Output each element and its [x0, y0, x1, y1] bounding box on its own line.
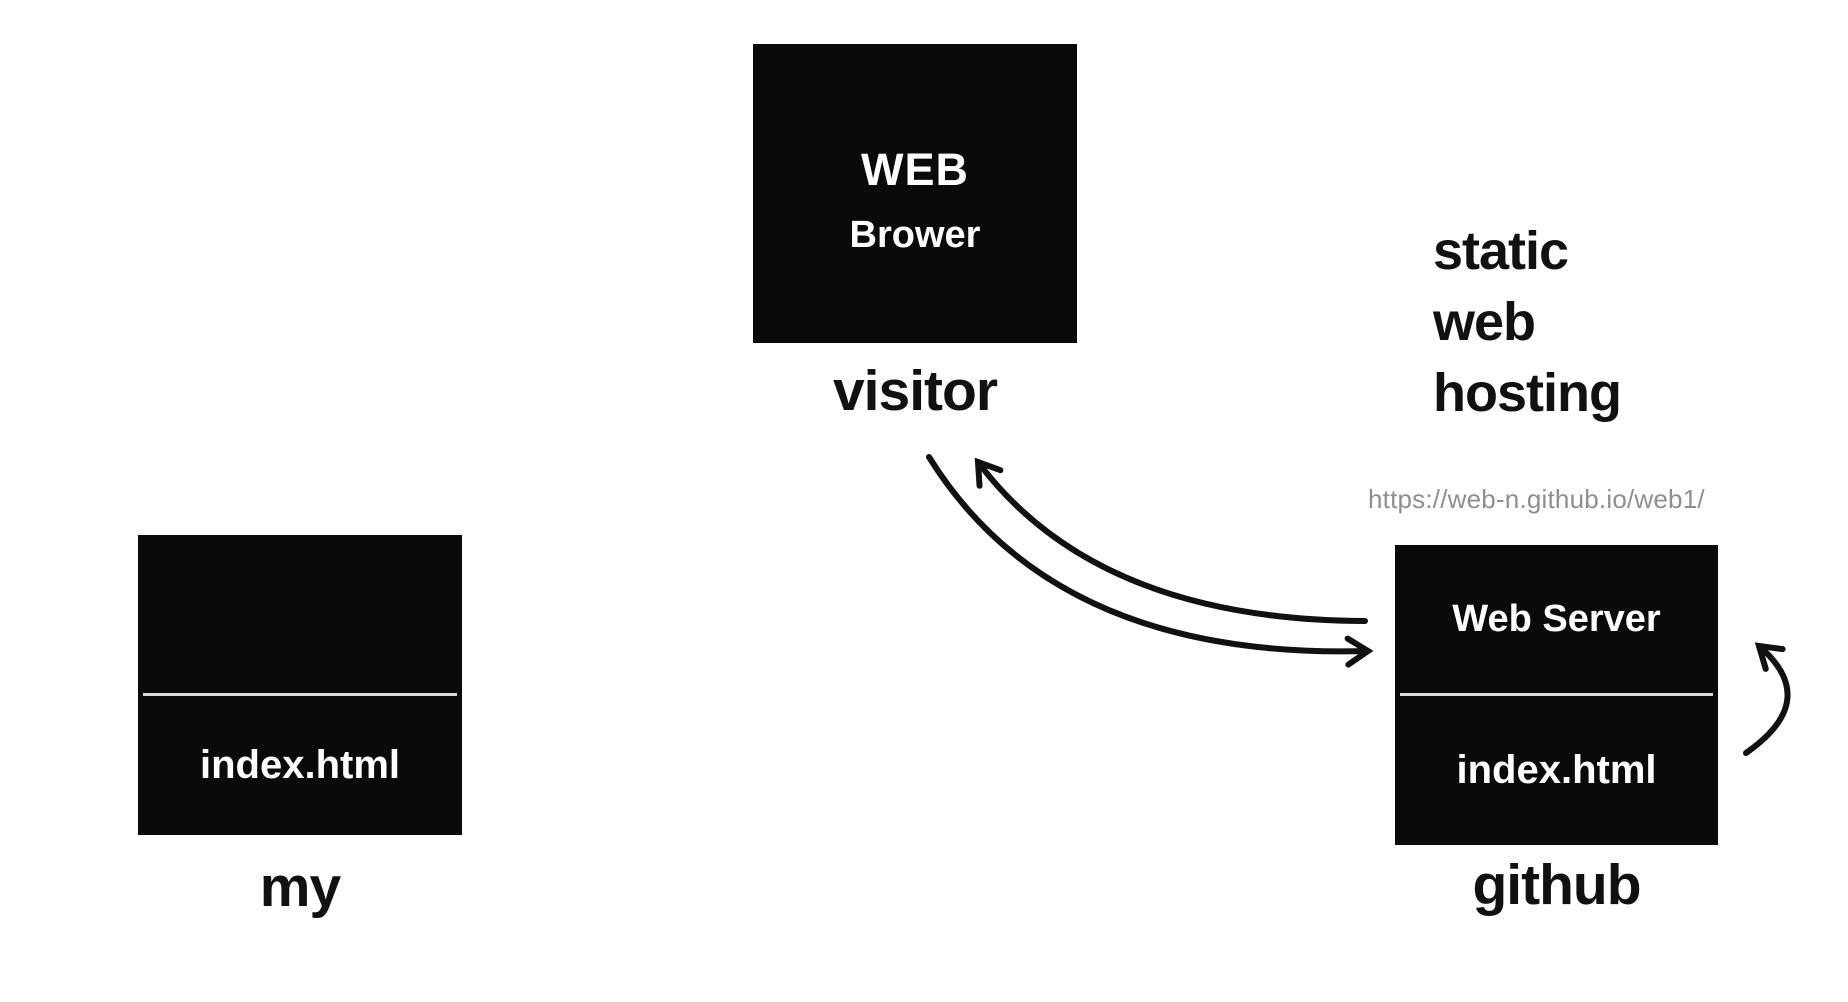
server-box-divider: [1400, 693, 1713, 696]
browser-box-title: WEB: [861, 144, 969, 195]
server-box-filename: index.html: [1456, 748, 1657, 792]
node-my-files: index.html: [138, 535, 462, 835]
node-web-server: Web Server index.html: [1395, 545, 1718, 845]
hosting-note-line-2: web: [1433, 292, 1536, 352]
browser-box-subtitle: Brower: [849, 214, 981, 256]
hosting-note: static web hosting: [1433, 216, 1622, 429]
server-box-top-section: Web Server: [1395, 545, 1718, 693]
arrow-server-to-visitor: [974, 457, 1368, 624]
hosting-note-line-1: static: [1433, 221, 1569, 281]
label-visitor: visitor: [832, 359, 998, 423]
my-box-filename: index.html: [199, 743, 401, 787]
server-box-bottom-section: index.html: [1395, 696, 1718, 845]
url-text: https://web-n.github.io/web1/: [1368, 484, 1705, 514]
server-box-title: Web Server: [1452, 597, 1661, 640]
my-box-bottom-section: index.html: [138, 696, 462, 835]
label-my: my: [259, 855, 341, 919]
label-github: github: [1472, 853, 1641, 917]
node-web-browser: WEB Brower: [753, 44, 1077, 343]
my-box-divider: [143, 693, 457, 696]
hosting-note-line-3: hosting: [1433, 363, 1622, 423]
arrow-self-refresh: [1743, 642, 1791, 756]
browser-box-content: WEB Brower: [753, 44, 1077, 343]
arrow-visitor-to-server: [926, 454, 1374, 668]
